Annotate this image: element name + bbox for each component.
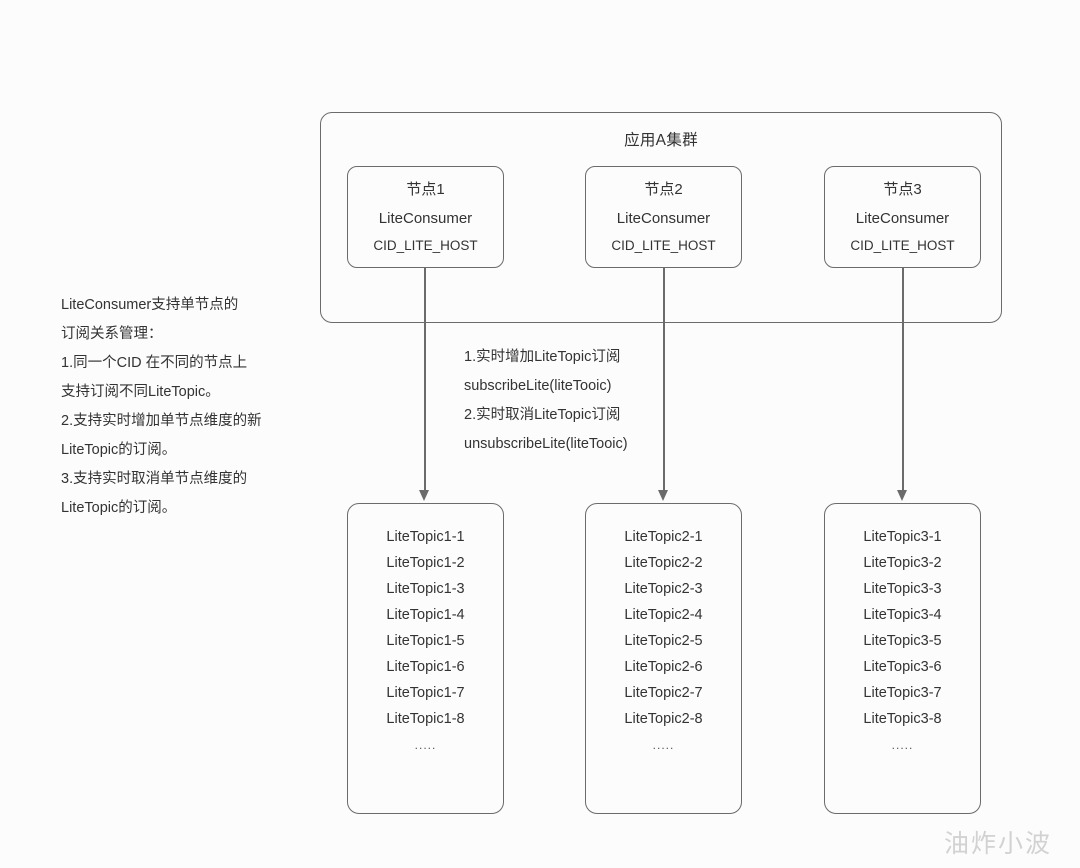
topic-item: LiteTopic1-8 [386,711,465,727]
topic-box-3[interactable]: LiteTopic3-1 LiteTopic3-2 LiteTopic3-3 L… [824,503,981,814]
topic-item: LiteTopic2-4 [624,607,703,623]
node-cid: CID_LITE_HOST [611,238,716,253]
node-title: 节点3 [883,181,922,198]
topic-item: LiteTopic2-2 [624,555,703,571]
topic-item: LiteTopic2-5 [624,633,703,649]
node-box-3[interactable]: 节点3 LiteConsumer CID_LITE_HOST [824,166,981,268]
topic-item: LiteTopic3-8 [863,711,942,727]
node-cid: CID_LITE_HOST [850,238,955,253]
topic-item: LiteTopic2-6 [624,659,703,675]
topic-item: LiteTopic1-6 [386,659,465,675]
topic-item: LiteTopic3-6 [863,659,942,675]
left-annotation-line: 支持订阅不同LiteTopic。 [61,384,220,400]
left-annotation-line: 订阅关系管理： [61,326,163,342]
center-annotation-line: unsubscribeLite(liteTooic) [464,436,628,452]
left-annotation-line: 2.支持实时增加单节点维度的新 [61,413,262,429]
node-title: 节点2 [644,181,683,198]
center-annotation: 1.实时增加LiteTopic订阅 subscribeLite(liteTooi… [464,343,694,459]
connector-arrow-1-icon [419,490,429,501]
left-annotation-line: 3.支持实时取消单节点维度的 [61,471,248,487]
center-annotation-line: subscribeLite(liteTooic) [464,378,612,394]
node-box-2[interactable]: 节点2 LiteConsumer CID_LITE_HOST [585,166,742,268]
connector-line-1 [424,268,426,491]
node-cid: CID_LITE_HOST [373,238,478,253]
topic-item: LiteTopic1-5 [386,633,465,649]
left-annotation-line: LiteTopic的订阅。 [61,442,177,458]
left-annotation: LiteConsumer支持单节点的 订阅关系管理： 1.同一个CID 在不同的… [61,291,311,523]
topic-ellipsis: ..... [652,738,675,752]
topic-item: LiteTopic2-8 [624,711,703,727]
topic-item: LiteTopic1-4 [386,607,465,623]
topic-item: LiteTopic3-2 [863,555,942,571]
left-annotation-line: LiteTopic的订阅。 [61,500,177,516]
node-component: LiteConsumer [616,210,711,227]
node-component: LiteConsumer [855,210,950,227]
topic-item: LiteTopic1-3 [386,581,465,597]
cluster-container [320,112,1002,323]
topic-ellipsis: ..... [414,738,437,752]
topic-box-1[interactable]: LiteTopic1-1 LiteTopic1-2 LiteTopic1-3 L… [347,503,504,814]
connector-line-2 [663,268,665,491]
topic-item: LiteTopic1-2 [386,555,465,571]
topic-item: LiteTopic2-1 [624,529,703,545]
cluster-title: 应用A集群 [624,132,698,149]
topic-item: LiteTopic1-1 [386,529,465,545]
node-box-1[interactable]: 节点1 LiteConsumer CID_LITE_HOST [347,166,504,268]
topic-item: LiteTopic3-7 [863,685,942,701]
connector-arrow-2-icon [658,490,668,501]
topic-ellipsis: ..... [891,738,914,752]
node-component: LiteConsumer [378,210,473,227]
topic-box-2[interactable]: LiteTopic2-1 LiteTopic2-2 LiteTopic2-3 L… [585,503,742,814]
topic-item: LiteTopic3-4 [863,607,942,623]
node-title: 节点1 [406,181,445,198]
connector-arrow-3-icon [897,490,907,501]
topic-item: LiteTopic2-7 [624,685,703,701]
watermark: 油炸小波 [943,829,1052,858]
center-annotation-line: 2.实时取消LiteTopic订阅 [464,407,621,423]
left-annotation-line: 1.同一个CID 在不同的节点上 [61,355,248,371]
topic-item: LiteTopic2-3 [624,581,703,597]
connector-line-3 [902,268,904,491]
topic-item: LiteTopic3-1 [863,529,942,545]
center-annotation-line: 1.实时增加LiteTopic订阅 [464,349,621,365]
topic-item: LiteTopic3-5 [863,633,942,649]
topic-item: LiteTopic3-3 [863,581,942,597]
topic-item: LiteTopic1-7 [386,685,465,701]
left-annotation-line: LiteConsumer支持单节点的 [61,297,239,313]
